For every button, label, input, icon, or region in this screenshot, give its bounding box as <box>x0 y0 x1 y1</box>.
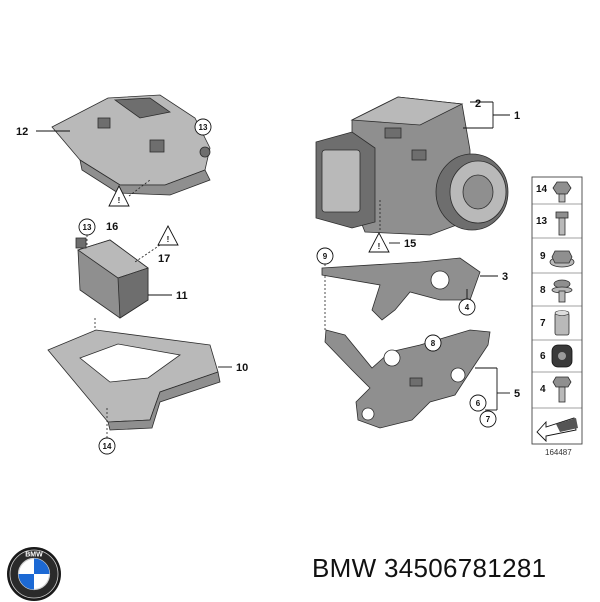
circle-9: 9 <box>316 247 334 265</box>
caption-brand: BMW <box>312 553 377 583</box>
warning-15: ! <box>368 232 390 253</box>
circle-13-lower-label: 13 <box>83 223 92 232</box>
control-unit-11 <box>75 237 149 319</box>
dash-16 <box>128 179 151 197</box>
legend-item-9: 9 <box>540 251 546 262</box>
mounting-plate-10 <box>47 329 221 431</box>
legend-panel: 14 13 9 8 7 6 4 <box>531 176 583 445</box>
circle-14-label: 14 <box>103 442 112 451</box>
circle-14: 14 <box>98 437 116 455</box>
circle-4-label: 4 <box>465 303 470 312</box>
warning-16: ! <box>108 184 130 207</box>
circle-7-label: 7 <box>486 415 491 424</box>
svg-text:!: ! <box>378 242 381 251</box>
flange-bolt-icon <box>552 376 572 403</box>
rubber-mount-icon <box>551 344 573 368</box>
reference-number: 164487 <box>545 448 572 457</box>
circle-13-lower: 13 <box>78 218 96 236</box>
arrow-pictogram-icon <box>536 417 578 443</box>
circle-7: 7 <box>479 410 497 428</box>
bracket-5 <box>324 329 491 429</box>
bmw-logo: BMW <box>7 547 61 601</box>
circle-9-label: 9 <box>323 252 328 261</box>
part-caption: BMW 34506781281 <box>312 553 546 584</box>
bracket-12 <box>51 94 211 196</box>
warning-17: ! <box>157 225 179 246</box>
legend-item-4: 4 <box>540 384 546 395</box>
callout-17: 17 <box>158 253 170 265</box>
legend-item-14: 14 <box>536 184 548 195</box>
legend-item-6: 6 <box>540 351 546 362</box>
circle-6: 6 <box>469 394 487 412</box>
callout-16: 16 <box>106 221 118 233</box>
circle-8: 8 <box>424 334 442 352</box>
legend-item-7: 7 <box>540 318 546 329</box>
svg-text:!: ! <box>118 196 121 205</box>
legend-item-13: 13 <box>536 216 548 227</box>
callout-5: 5 <box>514 388 520 400</box>
svg-text:!: ! <box>167 235 170 244</box>
dash-17 <box>134 244 161 263</box>
circle-6-label: 6 <box>476 399 481 408</box>
circle-8-label: 8 <box>431 339 436 348</box>
callout-11: 11 <box>176 290 188 302</box>
hex-bolt-icon <box>552 181 572 203</box>
legend-item-8: 8 <box>540 285 546 296</box>
flange-nut-icon <box>549 250 575 268</box>
circle-13-upper: 13 <box>194 118 212 136</box>
circle-13-upper-label: 13 <box>199 123 208 132</box>
callout-2: 2 <box>475 98 481 110</box>
sleeve-icon <box>554 310 570 336</box>
callout-10: 10 <box>236 362 248 374</box>
callout-15: 15 <box>404 238 416 250</box>
washer-bolt-icon <box>551 279 573 303</box>
hydraulic-unit-1 <box>315 96 509 236</box>
caption-part-number: 34506781281 <box>383 553 547 583</box>
callout-12: 12 <box>16 126 28 138</box>
bolt-icon <box>555 211 569 236</box>
circle-4: 4 <box>458 298 476 316</box>
svg-text:BMW: BMW <box>25 552 43 559</box>
callout-3: 3 <box>502 271 508 283</box>
callout-1: 1 <box>514 110 520 122</box>
bracket-3 <box>321 257 481 321</box>
